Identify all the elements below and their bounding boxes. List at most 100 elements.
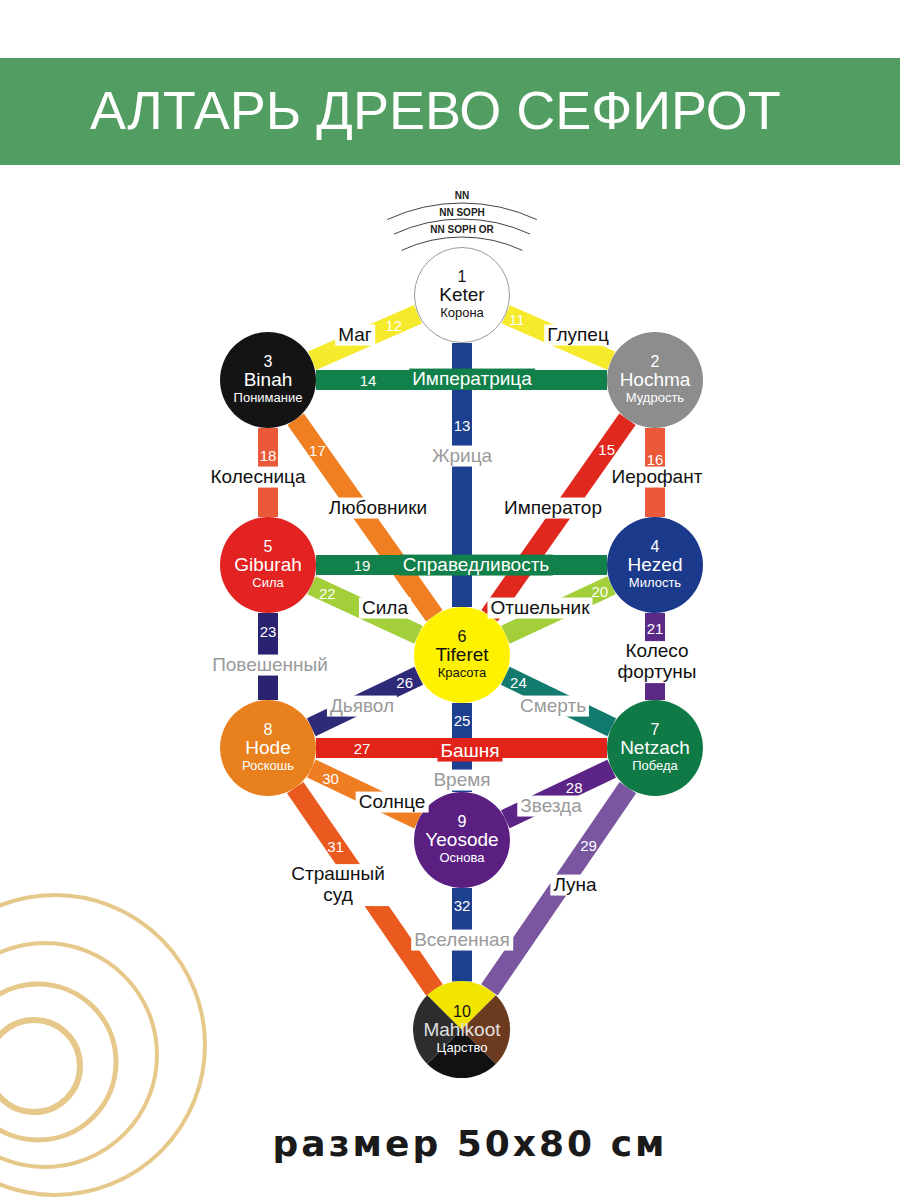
sephira-circle: 6TiferetКрасота <box>414 607 510 703</box>
path-number: 12 <box>385 317 402 332</box>
gold-spiral <box>0 895 205 1195</box>
path-band <box>316 370 607 390</box>
arcana-name: Глупец <box>544 325 612 346</box>
path-number: 25 <box>454 713 471 728</box>
path-number: 28 <box>566 779 583 794</box>
sephira-circle: 8HodeРоскошь <box>220 700 316 796</box>
arcana-name: Император <box>501 498 605 519</box>
quarter <box>428 981 497 1030</box>
sephira-number: 2 <box>651 354 660 371</box>
sephira-circle: 5GiburahСила <box>220 517 316 613</box>
path-number: 11 <box>509 312 525 327</box>
title: АЛТАРЬ ДРЕВО СЕФИРОТ <box>90 81 781 140</box>
quarter <box>462 996 511 1065</box>
path-band <box>452 888 472 981</box>
sephira-meaning: Понимание <box>234 391 303 406</box>
ein-sof-arcs <box>387 203 537 250</box>
sephira-name: Hode <box>245 738 290 759</box>
sephira-name: Hezed <box>628 555 683 576</box>
path-number: 14 <box>360 373 377 388</box>
sephira-name: Giburah <box>234 555 302 576</box>
spiral-ring <box>0 943 157 1167</box>
arcana-name: Справедливость <box>400 555 553 576</box>
path-band <box>258 613 278 700</box>
arcana-name: Отшельник <box>487 598 592 619</box>
path-number: 26 <box>396 675 413 690</box>
header-band <box>0 58 900 165</box>
path-number: 29 <box>580 838 597 853</box>
sephira-circle: 3BinahПонимание <box>220 332 316 428</box>
crescent <box>6 1050 62 1095</box>
sephira-name: Netzach <box>620 738 690 759</box>
path-number: 19 <box>354 558 371 573</box>
sephira-number: 5 <box>264 539 273 556</box>
path-band <box>316 555 607 575</box>
spiral-ring <box>0 895 205 1195</box>
arcana-name: Дьявол <box>327 696 397 717</box>
path-number: 15 <box>598 441 615 456</box>
ein-sof-label: NN SOPH OR <box>430 224 493 235</box>
sephira-meaning: Сила <box>252 576 283 591</box>
arcana-name: Жрица <box>429 446 495 467</box>
path-number: 16 <box>647 452 664 467</box>
sephira-circle: 7NetzachПобеда <box>607 700 703 796</box>
arcana-name: Императрица <box>409 369 535 390</box>
arcana-name: Башня <box>437 741 502 762</box>
path-number: 24 <box>510 675 527 690</box>
sephira-circle: 4HezedМилость <box>607 517 703 613</box>
path-band <box>505 676 612 727</box>
path-band <box>311 769 418 820</box>
sephira-meaning: Милость <box>629 576 681 591</box>
sephira-number: 7 <box>651 722 660 739</box>
path-number: 32 <box>454 898 471 913</box>
sephira-meaning: Роскошь <box>242 759 294 774</box>
arcana-name: Любовники <box>326 498 430 519</box>
arcana-name: Колесо фортуны <box>612 641 702 683</box>
arcana-name: Звезда <box>517 796 584 817</box>
arcana-name: Вселенная <box>411 930 513 951</box>
sephira-name: Keter <box>439 285 484 306</box>
arc <box>387 203 537 220</box>
path-band <box>505 769 611 820</box>
path-band <box>506 585 612 634</box>
path-number: 13 <box>454 418 471 433</box>
path-number: 27 <box>354 741 371 756</box>
sephira-number: 3 <box>264 354 273 371</box>
path-band <box>506 314 611 360</box>
sephira-name: Mahlkoot <box>423 1020 500 1041</box>
sephira-name: Binah <box>244 370 293 391</box>
sephira-meaning: Победа <box>632 759 678 774</box>
path-band <box>258 428 278 517</box>
ein-sof-label: NN <box>455 190 469 201</box>
sephira-meaning: Красота <box>438 666 487 681</box>
path-band <box>295 788 434 990</box>
path-number: 23 <box>260 624 277 639</box>
quarter <box>413 996 462 1065</box>
sephira-circle: 9YeosodeОснова <box>414 792 510 888</box>
arcana-name: Солнце <box>356 792 429 813</box>
sephira-circle: 1KeterКорона <box>414 247 510 343</box>
path-band <box>645 428 665 517</box>
path-band <box>312 314 418 360</box>
arcana-name: Смерть <box>517 696 589 717</box>
path-number: 30 <box>322 770 339 785</box>
sephira-number: 8 <box>264 722 273 739</box>
ein-sof-label: NN SOPH <box>439 207 485 218</box>
spiral-ring <box>0 1020 80 1112</box>
path-band <box>312 585 419 635</box>
path-number: 22 <box>319 585 336 600</box>
sephira-name: Hochma <box>620 370 691 391</box>
sephira-circle: 10MahlkootЦарство <box>413 981 510 1078</box>
spiral-ring <box>0 984 116 1140</box>
sephira-meaning: Царство <box>437 1041 488 1056</box>
arcana-name: Время <box>430 770 493 791</box>
arcana-name: Луна <box>550 875 599 896</box>
arc <box>402 237 523 250</box>
quartered-disc <box>413 981 510 1078</box>
path-band <box>316 738 607 758</box>
arcana-name: Повешенный <box>209 655 331 676</box>
